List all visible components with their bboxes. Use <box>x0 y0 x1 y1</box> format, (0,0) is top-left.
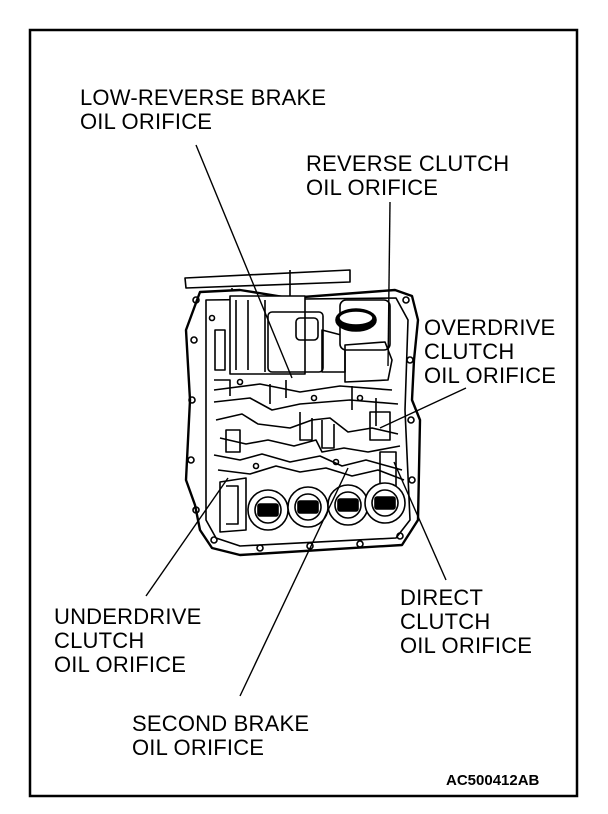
leader-direct <box>393 461 447 581</box>
label-line: REVERSE CLUTCH <box>306 151 510 176</box>
label-line: CLUTCH <box>400 609 491 634</box>
label-reverse-clutch-oil-orifice: REVERSE CLUTCH OIL ORIFICE <box>306 152 509 200</box>
label-line: OVERDRIVE <box>424 315 556 340</box>
leader-second-brake <box>239 467 349 697</box>
valve-body-illustration <box>184 269 422 557</box>
label-line: CLUTCH <box>424 339 515 364</box>
leader-overdrive <box>379 387 467 429</box>
leader-lines <box>145 144 467 697</box>
label-low-reverse-brake-oil-orifice: LOW-REVERSE BRAKE OIL ORIFICE <box>80 86 326 134</box>
leader-low-reverse <box>195 144 293 379</box>
label-underdrive-clutch-oil-orifice: UNDERDRIVE CLUTCH OIL ORIFICE <box>54 605 201 677</box>
leader-reverse-clutch <box>387 201 391 367</box>
label-overdrive-clutch-oil-orifice: OVERDRIVE CLUTCH OIL ORIFICE <box>424 316 556 388</box>
label-line: OIL ORIFICE <box>424 363 557 388</box>
label-line: DIRECT <box>400 585 484 610</box>
label-line: OIL ORIFICE <box>54 652 187 677</box>
label-direct-clutch-oil-orifice: DIRECT CLUTCH OIL ORIFICE <box>400 586 532 658</box>
label-line: OIL ORIFICE <box>132 735 265 760</box>
label-line: OIL ORIFICE <box>306 175 439 200</box>
label-line: OIL ORIFICE <box>400 633 533 658</box>
label-line: UNDERDRIVE <box>54 604 202 629</box>
label-line: CLUTCH <box>54 628 145 653</box>
label-line: OIL ORIFICE <box>80 109 213 134</box>
leader-underdrive <box>145 477 229 597</box>
label-second-brake-oil-orifice: SECOND BRAKE OIL ORIFICE <box>132 712 309 760</box>
label-line: SECOND BRAKE <box>132 711 310 736</box>
figure-code: AC500412AB <box>446 772 540 789</box>
label-line: LOW-REVERSE BRAKE <box>80 85 327 110</box>
